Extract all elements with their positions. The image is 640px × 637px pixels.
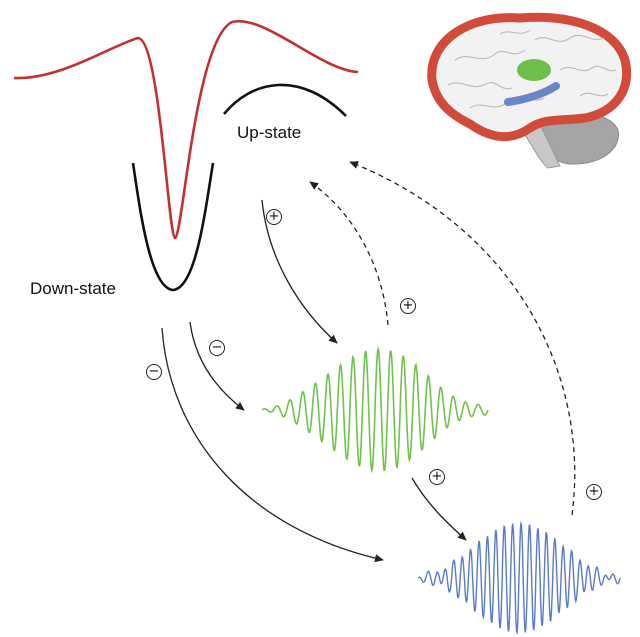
down-state-label: Down-state [30, 279, 116, 298]
brain-icon [427, 12, 631, 169]
arrow-downstate-to-ripple [161, 327, 384, 563]
plus-sign-spindle-feedback: + [400, 298, 416, 314]
up-state-label: Up-state [237, 123, 302, 142]
minus-sign-downstate-spindle: − [209, 340, 225, 356]
ripple-wave [417, 520, 621, 635]
slow-oscillation-wave [13, 19, 359, 240]
brain-green-region [517, 59, 551, 81]
plus-sign-spindle-ripple: + [429, 469, 445, 485]
plus-sign-upstate-spindle: + [266, 209, 282, 225]
up-state-hump [222, 83, 347, 117]
down-state-trough [131, 162, 215, 292]
arrow-spindle-to-ripple [411, 477, 467, 541]
arrow-spindle-to-upstate-dashed [309, 181, 389, 326]
plus-sign-ripple-feedback: + [586, 484, 602, 500]
arrow-downstate-to-spindle [189, 321, 245, 411]
arrow-upstate-to-spindle [261, 199, 338, 344]
spindle-wave [261, 346, 489, 474]
minus-sign-downstate-ripple: − [146, 364, 162, 380]
brain-blue-region [504, 82, 560, 106]
brain-stem-shape [519, 124, 561, 169]
arrow-ripple-to-upstate-dashed [349, 161, 576, 516]
